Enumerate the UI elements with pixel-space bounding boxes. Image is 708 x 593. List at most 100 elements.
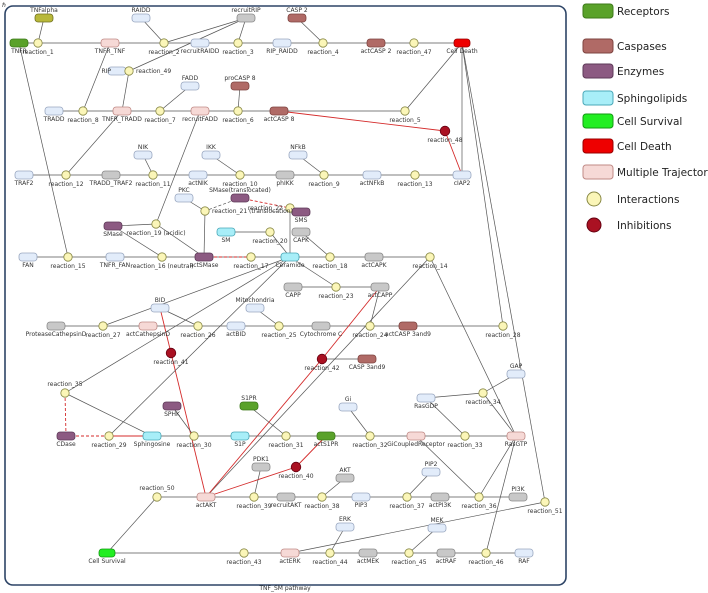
node-sm[interactable]: SM xyxy=(216,227,236,244)
node-r19[interactable]: reaction_19 (acidic) xyxy=(126,219,186,237)
node-cyt-c[interactable]: Cytochrome C xyxy=(300,321,343,338)
node-r32[interactable]: reaction_32 xyxy=(352,431,388,449)
node-act-casp39[interactable]: actCASP 3and9 xyxy=(385,321,431,338)
node-pdk1[interactable]: PDK1 xyxy=(251,456,271,472)
node-act-pi3-k[interactable]: actPI3K xyxy=(429,492,453,509)
node-sphk[interactable]: SPHK xyxy=(162,401,182,418)
node-r13[interactable]: reaction_13 xyxy=(397,170,433,188)
node-r4[interactable]: reaction_4 xyxy=(307,38,339,56)
node-r28[interactable]: reaction_28 xyxy=(485,321,521,339)
node-r43[interactable]: reaction_43 xyxy=(226,548,262,566)
node-mito[interactable]: Mitochondria xyxy=(235,297,275,313)
node-pip2[interactable]: PIP2 xyxy=(421,461,441,477)
node-bid[interactable]: BID xyxy=(150,297,170,313)
node-tradd[interactable]: TRADD xyxy=(43,106,65,123)
node-r48[interactable]: reaction_48 xyxy=(427,125,463,144)
node-r5[interactable]: reaction_5 xyxy=(389,106,421,124)
node-tnfr-fan[interactable]: TNFR_FAN xyxy=(99,252,130,269)
node-capk[interactable]: CAPK xyxy=(291,227,311,244)
node-r49[interactable]: reaction_49 xyxy=(124,66,172,76)
node-traf2[interactable]: TRAF2 xyxy=(14,170,34,187)
node-rip[interactable]: RIP xyxy=(101,66,127,76)
node-ras-gtp[interactable]: RasGTP xyxy=(505,431,528,448)
node-r23[interactable]: reaction_23 xyxy=(318,282,354,300)
node-act-cath[interactable]: actCathepsinD xyxy=(126,321,170,338)
node-r26[interactable]: reaction_26 xyxy=(180,321,216,339)
node-recruit-raidd[interactable]: recruitRAIDD xyxy=(181,38,220,55)
node-r35[interactable]: reaction_35 xyxy=(47,381,83,398)
node-tnfr-tradd[interactable]: TNFR_TRADD xyxy=(101,106,142,123)
node-r31[interactable]: reaction_31 xyxy=(268,431,304,449)
node-raidd[interactable]: RAIDD xyxy=(131,7,151,23)
node-fadd[interactable]: FADD xyxy=(180,75,200,91)
node-r14[interactable]: reaction_14 xyxy=(412,252,448,270)
node-r20[interactable]: reaction_20 xyxy=(252,227,288,245)
node-ras-gdp[interactable]: RasGDP xyxy=(414,393,438,410)
node-s1-pr[interactable]: S1PR xyxy=(239,395,259,411)
node-r29[interactable]: reaction_29 xyxy=(91,431,127,449)
node-tradd-traf2[interactable]: TRADD_TRAF2 xyxy=(89,170,133,187)
node-act-akt[interactable]: actAKT xyxy=(196,492,217,509)
node-act-casp2[interactable]: actCASP 2 xyxy=(361,38,392,55)
node-act-bid[interactable]: actBID xyxy=(226,321,246,338)
node-casp39[interactable]: CASP 3and9 xyxy=(349,354,386,371)
node-akt[interactable]: AKT xyxy=(335,467,355,483)
node-r1[interactable]: reaction_1 xyxy=(22,38,54,56)
node-r34[interactable]: reaction_34 xyxy=(465,388,501,406)
node-r15[interactable]: reaction_15 xyxy=(50,252,86,270)
node-r30[interactable]: reaction_30 xyxy=(176,431,212,449)
node-r36[interactable]: reaction_36 xyxy=(461,492,497,510)
node-nfk-b[interactable]: NFkB xyxy=(288,144,308,160)
node-r46[interactable]: reaction_46 xyxy=(468,548,504,566)
node-smase-t[interactable]: SMase(translocated) xyxy=(209,187,271,203)
node-pip3[interactable]: PIP3 xyxy=(351,492,371,509)
node-r21[interactable]: reaction_21 (translocation) xyxy=(200,206,293,216)
node-recruit-rip[interactable]: recruitRIP xyxy=(231,7,261,23)
node-r17[interactable]: reaction_17 xyxy=(233,252,269,270)
node-gap[interactable]: GAP xyxy=(506,363,526,379)
node-r44[interactable]: reaction_44 xyxy=(312,548,348,566)
node-r16[interactable]: reaction_16 (neutral) xyxy=(130,252,194,270)
node-cell-death[interactable]: Cell Death xyxy=(446,38,478,55)
node-ikk[interactable]: IKK xyxy=(201,144,221,160)
node-r9[interactable]: reaction_9 xyxy=(308,170,340,188)
node-tnfalpha[interactable]: TNFalpha xyxy=(29,7,58,23)
node-recruit-akt[interactable]: recruitAKT xyxy=(271,492,302,509)
node-r10[interactable]: reaction_10 xyxy=(222,170,258,188)
node-r8[interactable]: reaction_8 xyxy=(67,106,99,124)
node-smase[interactable]: SMase xyxy=(103,221,123,238)
node-r38[interactable]: reaction_38 xyxy=(304,492,340,510)
node-fan[interactable]: FAN xyxy=(18,252,38,269)
node-r6[interactable]: reaction_6 xyxy=(222,106,254,124)
node-r27[interactable]: reaction_27 xyxy=(85,321,121,339)
node-r45[interactable]: reaction_45 xyxy=(391,548,427,566)
node-r51[interactable]: reaction_51 xyxy=(527,497,563,515)
node-nik[interactable]: NIK xyxy=(133,144,153,160)
node-r11[interactable]: reaction_11 xyxy=(135,170,171,188)
node-r42[interactable]: reaction_42 xyxy=(304,353,340,372)
node-act-smase[interactable]: actSMase xyxy=(190,252,219,269)
node-s1-p[interactable]: S1P xyxy=(230,431,250,448)
node-act-nik[interactable]: actNIK xyxy=(188,170,209,187)
node-r39[interactable]: reaction_39 xyxy=(236,492,272,510)
node-pkc[interactable]: PKC xyxy=(174,187,194,203)
node-recruit-fadd[interactable]: recruitFADD xyxy=(182,106,218,123)
node-capp[interactable]: CAPP xyxy=(283,282,303,299)
node-gi[interactable]: Gi xyxy=(338,396,358,412)
node-r3[interactable]: reaction_3 xyxy=(222,38,254,56)
node-act-capp[interactable]: actCAPP xyxy=(368,282,393,299)
node-mek[interactable]: MEK xyxy=(427,517,447,533)
node-cell-survival[interactable]: Cell Survival xyxy=(88,548,126,565)
node-tnfr-tnf[interactable]: TNFR_TNF xyxy=(94,38,126,55)
node-r7[interactable]: reaction_7 xyxy=(144,106,176,124)
node-act-mek[interactable]: actMEK xyxy=(357,548,380,565)
node-sphingosine[interactable]: Sphingosine xyxy=(134,431,171,448)
node-act-capk[interactable]: actCAPK xyxy=(361,252,388,269)
node-r37[interactable]: reaction_37 xyxy=(389,492,425,510)
node-rip-raidd[interactable]: RIP_RAIDD xyxy=(266,38,298,55)
node-r33[interactable]: reaction_33 xyxy=(447,431,483,449)
node-act-s1-pr[interactable]: actS1PR xyxy=(314,431,339,448)
node-r40[interactable]: reaction_40 xyxy=(278,461,314,480)
node-pro-casp8[interactable]: proCASP 8 xyxy=(224,75,256,91)
node-act-nfk-b[interactable]: actNFkB xyxy=(360,170,385,187)
